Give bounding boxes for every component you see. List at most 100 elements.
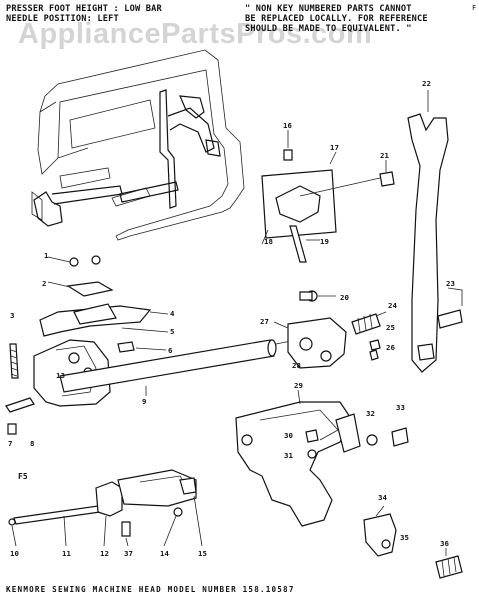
- callout-1: 1: [44, 251, 49, 260]
- nut-22b: [417, 343, 435, 361]
- lever-assembly: [351, 90, 463, 373]
- callout-29: 29: [294, 381, 303, 390]
- callout-6: 6: [168, 346, 173, 355]
- callout-26: 26: [386, 343, 395, 352]
- callout-35: 35: [400, 533, 409, 542]
- callout-27: 27: [260, 317, 269, 326]
- corner-mark: F: [472, 4, 477, 12]
- callout-labels: 1 2 3 4 5 6 7 8 9 10 11 12 13 14 15 16 1…: [8, 79, 455, 558]
- lower-rod-assembly: [8, 469, 203, 547]
- spring-3: [9, 343, 19, 379]
- callout-10: 10: [10, 549, 19, 558]
- callout-12: 12: [100, 549, 109, 558]
- non-key-note-line3: SHOULD BE MADE TO EQUIVALENT. ": [245, 24, 412, 34]
- model-footer: KENMORE SEWING MACHINE HEAD MODEL NUMBER…: [6, 585, 295, 594]
- callout-8: 8: [30, 439, 34, 448]
- screw-1b: [91, 255, 101, 265]
- washer-14: [173, 507, 183, 517]
- callout-2: 2: [42, 279, 46, 288]
- screw-35: [381, 539, 391, 549]
- washer-32: [366, 434, 378, 446]
- block-5: [73, 303, 117, 325]
- machine-head-outline: [31, 49, 245, 241]
- shaft-end: [267, 339, 277, 357]
- callout-33: 33: [396, 403, 405, 412]
- screw-30: [305, 429, 319, 443]
- presser-foot-note: PRESSER FOOT HEIGHT : LOW BAR NEEDLE POS…: [6, 4, 162, 24]
- spring-37: [121, 521, 131, 537]
- callout-37: 37: [124, 549, 133, 558]
- callout-22: 22: [422, 79, 431, 88]
- callout-9: 9: [142, 397, 146, 406]
- watermark: AppliancePartsPros.com: [18, 18, 373, 50]
- non-key-parts-note: " NON KEY NUMBERED PARTS CANNOT BE REPLA…: [245, 4, 428, 34]
- callout-25: 25: [386, 323, 395, 332]
- callout-34: 34: [378, 493, 387, 502]
- tension-bracket-group: [261, 130, 381, 263]
- callout-7: 7: [8, 439, 12, 448]
- screw-20-group: [299, 290, 336, 302]
- presser-foot-note-line2: NEEDLE POSITION: LEFT: [6, 14, 119, 24]
- link-34: [363, 513, 397, 557]
- callout-21: 21: [380, 151, 389, 160]
- plate-29b: [335, 413, 361, 453]
- presser-foot-note-line1: PRESSER FOOT HEIGHT : LOW BAR: [6, 4, 162, 14]
- screw-16: [283, 149, 293, 161]
- callout-15: 15: [198, 549, 207, 558]
- lever-29-hole: [241, 434, 253, 446]
- part-7: [7, 423, 17, 435]
- presser-bar-mechanism: [33, 89, 221, 227]
- callout-32: 32: [366, 409, 375, 418]
- plate-2: [66, 281, 114, 297]
- callout-23: 23: [446, 279, 455, 288]
- callout-16: 16: [283, 121, 292, 130]
- stud-23: [437, 309, 463, 329]
- callout-11: 11: [62, 549, 71, 558]
- callout-3: 3: [10, 311, 14, 320]
- callout-18: 18: [264, 237, 273, 246]
- callout-13: 13: [56, 371, 65, 380]
- spring-25: [369, 339, 381, 351]
- lower-lever-assembly: [235, 389, 463, 579]
- screw-28: [320, 350, 332, 362]
- callout-24: 24: [388, 301, 397, 310]
- shaft-8: [5, 397, 35, 413]
- presser-foot-bracket-group: [5, 255, 169, 435]
- pin-26: [369, 349, 379, 361]
- washer-31: [307, 449, 317, 459]
- shaft-9: [59, 339, 275, 393]
- non-key-note-line1: " NON KEY NUMBERED PARTS CANNOT: [245, 4, 412, 14]
- screw-33: [391, 427, 409, 447]
- callout-4: 4: [170, 309, 175, 318]
- link-27-hole: [299, 337, 313, 351]
- spring-24: [351, 313, 381, 335]
- callout-17: 17: [330, 143, 339, 152]
- crank-14: [117, 469, 197, 507]
- callout-20: 20: [340, 293, 349, 302]
- callout-30: 30: [284, 431, 293, 440]
- lever-29: [235, 401, 353, 527]
- block-21: [379, 171, 395, 187]
- collar-12: [95, 481, 123, 517]
- screw-1a: [69, 257, 79, 267]
- pin-6: [117, 341, 135, 353]
- section-label: F5: [18, 472, 28, 481]
- callout-31: 31: [284, 451, 293, 460]
- main-shaft-assembly: [33, 339, 297, 407]
- callout-14: 14: [160, 549, 169, 558]
- link-27-group: [273, 317, 347, 369]
- spring-19: [289, 225, 307, 263]
- hole-13a: [68, 352, 80, 364]
- guide-17b: [275, 185, 321, 223]
- nut-15: [179, 477, 197, 495]
- screw-20: [299, 291, 313, 301]
- callout-28: 28: [292, 361, 301, 370]
- callout-36: 36: [440, 539, 449, 548]
- rod-11: [13, 505, 101, 525]
- lever-22: [407, 113, 449, 373]
- callout-5: 5: [170, 327, 174, 336]
- callout-19: 19: [320, 237, 329, 246]
- non-key-note-line2: BE REPLACED LOCALLY. FOR REFERENCE: [245, 14, 428, 24]
